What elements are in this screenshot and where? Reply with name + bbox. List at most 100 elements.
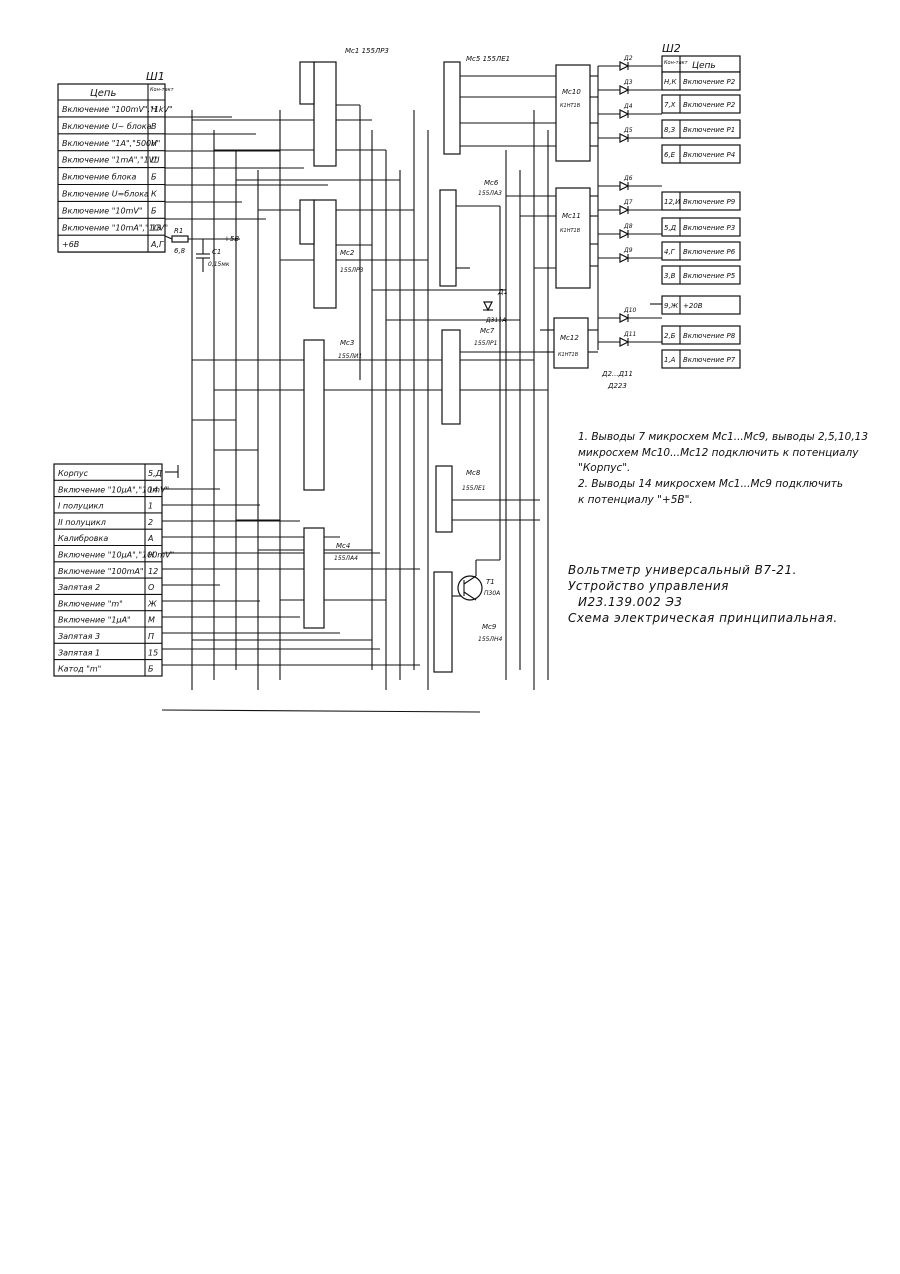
connector-w1-row-pin: В xyxy=(151,122,157,131)
connector-w1-lower-row-label: Калибровка xyxy=(58,534,108,543)
chip-ms10-ref: Мс10 xyxy=(562,88,581,96)
connector-w2-row-pin: 1,А xyxy=(664,356,676,364)
title-line-2: Устройство управления xyxy=(568,579,729,593)
connector-w2-row-label: Включение Р9 xyxy=(683,198,736,206)
diode-d1: Д1 Д311А xyxy=(483,288,508,324)
note-line-4: 2. Выводы 14 микросхем Мс1...Мс9 подключ… xyxy=(578,478,843,490)
note-line-5: к потенциалу "+5В". xyxy=(578,494,693,506)
connector-w1-lower-row-label: Включение "1µA" xyxy=(58,616,131,625)
chip-ms1: Мс1 155ЛР3 xyxy=(299,47,389,167)
connector-w1-row-pin: Б xyxy=(151,206,157,215)
connector-w2-row-pin: 5,Д xyxy=(664,224,677,232)
connector-w1-lower-row-label: Включение "m" xyxy=(58,599,123,608)
connector-w1-row-label: Включение "1A","500V" xyxy=(62,139,160,148)
connector-w1-lower-row-pin: М xyxy=(148,616,155,625)
chip-ms11-type: К1НТ1В xyxy=(560,228,581,234)
chip-ms12-ref: Мс12 xyxy=(560,334,579,342)
diode-symbol xyxy=(619,205,630,215)
chip-ms2-ref: Мс2 xyxy=(340,249,355,257)
connector-w2-row-label: Включение Р1 xyxy=(683,126,735,134)
connector-w1-lower-row-pin: 1 xyxy=(148,502,153,511)
diode-label: Д7 xyxy=(623,199,633,206)
note-line-3: "Корпус". xyxy=(578,462,630,474)
connector-w1-lower-row-pin: 2 xyxy=(148,518,153,527)
connector-w1-lower-row-label: Включение "100mA" xyxy=(58,567,144,576)
diode-label: Д5 xyxy=(623,127,633,134)
connector-w1-lower-row-pin: Н xyxy=(148,551,154,560)
connector-w1-lower-row-label: Корпус xyxy=(58,469,89,478)
connector-w1-row-pin: А,Г xyxy=(150,240,164,249)
chip-ms10-type: К1НТ1В xyxy=(560,103,581,109)
transistor-t1: Т1 П30А xyxy=(457,575,500,601)
chip-ms7-type: 155ЛР1 xyxy=(474,340,497,347)
connector-w1-header-circuit: Цепь xyxy=(90,88,116,99)
connector-w2-row-label: +20В xyxy=(683,302,703,310)
chip-ms6: Мс6 155ЛА3 xyxy=(439,179,502,287)
title-line-4: Схема электрическая принципиальная. xyxy=(568,611,838,625)
chip-ms3-type: 155ЛИ1 xyxy=(338,353,362,360)
connector-w1-header-pin: Кон-такт xyxy=(150,87,175,93)
connector-w1-table: Ш1 Цепь Кон-такт Включение "100mV","1kV"… xyxy=(57,70,175,253)
chip-ms9-ref: Мс9 xyxy=(482,623,497,631)
diode-symbol xyxy=(619,85,630,95)
connector-w1-lower-row-label: Запятая 2 xyxy=(58,583,100,592)
chip-ms7: Мс7 155ЛР1 xyxy=(441,327,497,425)
diode-symbol xyxy=(619,337,630,347)
title-block: Вольтметр универсальный В7-21. Устройств… xyxy=(568,563,838,625)
diode-symbol xyxy=(619,313,630,323)
connector-w1-lower-row-label: I полуцикл xyxy=(58,502,103,511)
diode-symbol xyxy=(619,61,630,71)
diode-label: Д9 xyxy=(623,247,633,254)
connector-w2-row-label: Включение Р2 xyxy=(683,101,736,109)
transistor-t1-type: П30А xyxy=(484,590,500,597)
connector-w1-row-pin: Н xyxy=(151,105,157,114)
connector-w2-row-pin: 6,Е xyxy=(664,151,676,159)
chip-ms11-ref: Мс11 xyxy=(562,212,581,220)
chip-ms3-ref: Мс3 xyxy=(340,339,354,347)
connector-w1-row-label: Включение "10mA","10V" xyxy=(62,223,168,232)
connector-w1-lower-row-pin: Б xyxy=(148,665,154,674)
connector-w1-row-label: Включение U=блока xyxy=(62,190,149,199)
connector-w1-row-label: Включение "100mV","1kV" xyxy=(62,105,173,114)
connector-w1-ref: Ш1 xyxy=(146,70,165,83)
connector-w2-row-pin: 8,З xyxy=(664,126,676,134)
connector-w1-lower-row-label: II полуцикл xyxy=(58,518,106,527)
connector-w2-row-pin: 9,Ж xyxy=(664,302,679,310)
connector-w1-row-label: Включение "10mV" xyxy=(62,206,143,215)
connector-w2-header-pin: Кон-такт xyxy=(664,60,689,66)
connector-w1-lower-row-label: Запятая 3 xyxy=(58,632,100,641)
chip-ms2-type: 155ЛР3 xyxy=(340,267,364,274)
connector-w2-row-pin: 7,Х xyxy=(664,101,676,109)
diodes-caption: Д2...Д11 xyxy=(601,370,633,378)
notes: 1. Выводы 7 микросхем Мс1...Мс9, выводы … xyxy=(578,431,868,506)
chip-ms4-ref: Мс4 xyxy=(336,542,350,550)
diode-d1-ref: Д1 xyxy=(497,288,508,296)
chip-ms6-type: 155ЛА3 xyxy=(478,190,502,197)
chip-ms12-type: К1НТ1В xyxy=(558,352,579,358)
connector-w2-row-pin: 3,В xyxy=(664,272,676,280)
connector-w2-ref: Ш2 xyxy=(662,42,681,55)
chip-ms4: Мс4 155ЛА4 xyxy=(303,527,358,629)
connector-w1-row-pin: К xyxy=(151,190,157,199)
connector-w2-row-pin: 12,И xyxy=(664,198,681,206)
connector-w2-row-pin: 2,Б xyxy=(664,332,676,340)
connector-w1-lower-frame xyxy=(53,463,163,677)
chip-ms7-ref: Мс7 xyxy=(480,327,495,335)
capacitor-c1: C1 0,15мк xyxy=(196,248,230,268)
chip-ms9-type: 155ЛН4 xyxy=(478,636,502,643)
connector-w1-row-label: Включение блока xyxy=(62,173,136,182)
diode-symbol xyxy=(619,253,630,263)
diode-label: Д10 xyxy=(623,307,637,314)
chip-ms4-type: 155ЛА4 xyxy=(334,555,358,562)
chip-ms8-type: 155ЛЕ1 xyxy=(462,485,486,492)
connector-w1-row-pin: Б xyxy=(151,173,157,182)
connector-w1-row-pin: Ш xyxy=(151,156,160,165)
diode-label: Д2 xyxy=(623,55,633,62)
connector-w1-lower-row-pin: Ж xyxy=(147,599,157,608)
